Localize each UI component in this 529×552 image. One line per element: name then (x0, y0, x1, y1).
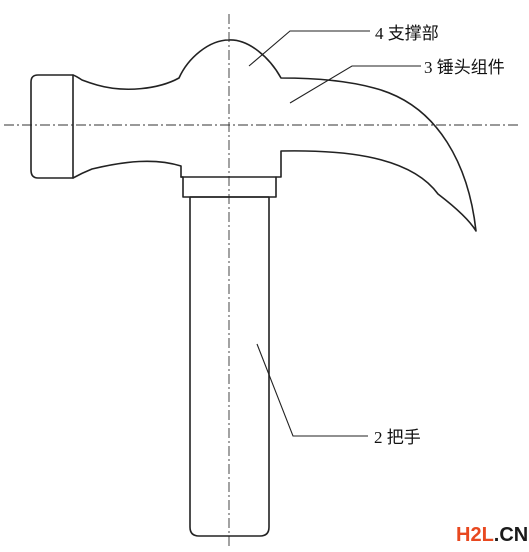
label-handle: 2 把手 (374, 428, 421, 447)
watermark-logo: H2L.CN (456, 524, 528, 546)
watermark-part2: .CN (494, 524, 528, 546)
watermark-part1: H2L (456, 524, 494, 546)
leader-line-handle (256, 343, 368, 437)
leader-line-support (248, 30, 370, 67)
handle-outline (189, 196, 270, 537)
label-head-assembly: 3 锤头组件 (424, 58, 505, 77)
hammer-head-outline (30, 39, 477, 232)
leader-line-head-assembly (289, 65, 421, 104)
label-support: 4 支撑部 (375, 24, 439, 43)
